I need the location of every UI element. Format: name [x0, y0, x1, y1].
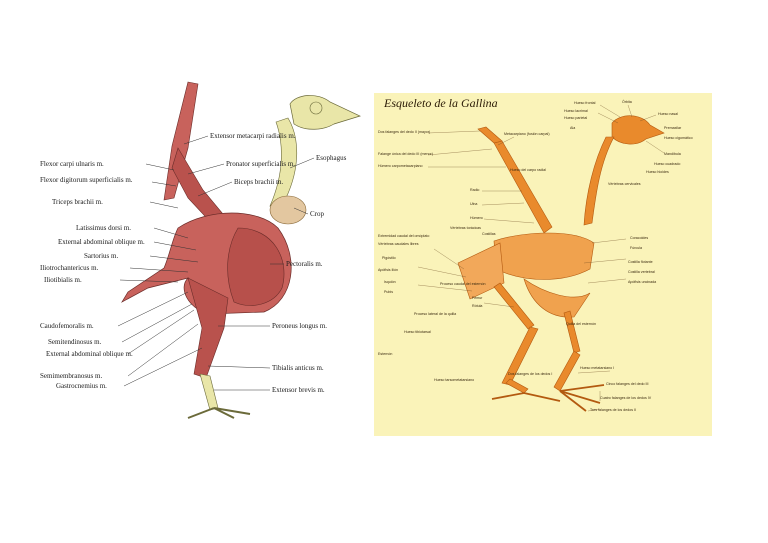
label-flexor-digitorum: Flexor digitorum superficialis m.: [40, 176, 133, 184]
label-pectoralis: Pectoralis m.: [286, 260, 323, 268]
skeleton-ribcage: [493, 232, 595, 280]
skel-label-costilla-vertebral: Costilla vertebral: [628, 270, 655, 274]
label-triceps-brachii: Triceps brachii m.: [52, 198, 103, 206]
skel-label-coracoides: Coracoides: [630, 236, 648, 240]
skel-label-parietal: Hueso parietal: [564, 116, 587, 120]
neck: [269, 117, 298, 207]
skeleton-wing: [493, 140, 553, 234]
skel-label-cigomatico: Hueso cigomático: [664, 136, 693, 140]
skeleton-tibiotarsus: [501, 326, 539, 386]
skel-label-carpometacarpiano: Húmero carpometacarpiano: [378, 164, 423, 168]
skeleton-wing-tip: [477, 126, 503, 144]
label-latissimus-dorsi: Latissimus dorsi m.: [76, 224, 131, 232]
skel-label-omoplato: Extremidad caudal del omóplato: [378, 234, 429, 238]
skel-label-pigostilo: Pigóstilo: [382, 256, 396, 260]
skel-label-frontal: Hueso frontal: [574, 101, 596, 105]
skel-label-premaxilar: Premaxilar: [664, 126, 682, 130]
eye-socket: [309, 101, 323, 115]
label-sartorius: Sartorius m.: [84, 252, 118, 260]
skel-label-quilla: Quilla del esternón: [566, 322, 596, 326]
skeleton-title: Esqueleto de la Gallina: [383, 96, 498, 110]
skel-label-cuatro-falanges: Cuatro falanges de los dedos IV: [600, 396, 652, 400]
label-tibialis-anticus: Tibialis anticus m.: [272, 364, 324, 372]
skeleton-femur: [493, 282, 535, 330]
skeleton-leader-lines: [417, 104, 665, 412]
skel-label-cuadrado: Hueso cuadrado: [654, 162, 680, 166]
label-flexor-carpi-ulnaris: Flexor carpi ulnaris m.: [40, 160, 104, 168]
skel-label-proceso-lateral: Proceso lateral de la quilla: [414, 312, 456, 316]
label-iliotibialis: Iliotibialis m.: [44, 276, 82, 284]
skel-label-vertebras-toracicas: Vértebras torácicas: [450, 226, 481, 230]
skel-label-dedo-ii: Dos falanges del dedo II (mayor): [378, 130, 430, 134]
skel-label-tibiotarsal: Hueso tibiotarsal: [404, 330, 431, 334]
skel-label-metacarpiano: Metacarpiano (fusión carpal): [504, 132, 550, 136]
skel-label-dedo-iii: Falange única del dedo III (menor): [378, 152, 433, 156]
skeleton-left-shank: [553, 350, 581, 392]
label-peroneus-longus: Peroneus longus m.: [272, 322, 327, 330]
skel-label-humero: Húmero: [470, 216, 483, 220]
leader-lines: [117, 135, 315, 391]
skeleton-tarsometatarsus: [505, 378, 529, 394]
skel-label-metatarsiano-i: Hueso metatarsiano I: [580, 366, 614, 370]
skeleton-illustration: Esqueleto de la Gallina: [378, 96, 693, 412]
skeleton-skull: [611, 115, 665, 145]
skel-label-ala: Ala: [570, 126, 575, 130]
skel-label-hioides: Hueso hioides: [646, 170, 669, 174]
skel-label-apofisis-uncinada: Apófisis uncinada: [628, 280, 656, 284]
skel-label-furcula: Fúrcula: [630, 246, 642, 250]
skel-label-ilion: Apófisis ilión: [378, 268, 398, 272]
skel-label-carpo-radial: Hueso del carpo radial: [510, 168, 546, 172]
skel-label-lacrimal: Hueso lacrimal: [564, 109, 588, 113]
skel-label-esternon: Esternón: [378, 352, 392, 356]
label-gastrocnemius: Gastrocnemius m.: [56, 382, 107, 390]
label-external-abdominal-oblique: External abdominal oblique m.: [58, 238, 145, 246]
label-esophagus: Esophagus: [316, 154, 347, 162]
muscle-illustration: Extensor metacarpi radialis m. Flexor ca…: [40, 81, 361, 419]
skel-label-costilla-flotante: Costilla flotante: [628, 260, 653, 264]
skel-label-proceso-caudal: Proceso caudal del esternón: [440, 282, 486, 286]
skel-label-tarsometatarsiano: Hueso tarsometatarsiano: [434, 378, 474, 382]
muscle-diagram: Extensor metacarpi radialis m. Flexor ca…: [38, 78, 368, 438]
label-semimembranosus: Semimembranosus m.: [40, 372, 102, 380]
skel-label-cervicales: Vértebras cervicales: [608, 182, 641, 186]
label-extensor-metacarpi: Extensor metacarpi radialis m.: [210, 132, 296, 140]
label-external-abdominal-oblique-2: External abdominal oblique m.: [46, 350, 133, 358]
crop: [269, 195, 307, 225]
skel-label-costillas: Costillas: [482, 232, 496, 236]
skel-label-ulna: Ulna: [470, 202, 477, 206]
skel-label-femur: Fémur: [472, 296, 483, 300]
skel-label-mandibula: Mandíbula: [664, 152, 681, 156]
skeleton-sternum: [523, 278, 591, 318]
skeleton-pelvis: [457, 242, 505, 300]
skel-label-cinco-falanges: Cinco falanges del dedo III: [606, 382, 649, 386]
shank-bone: [199, 373, 219, 411]
skel-label-radio: Radio: [470, 188, 479, 192]
skel-label-orbita: Órbita: [622, 99, 632, 104]
label-crop: Crop: [310, 210, 325, 218]
skel-label-vertebras-caudales: Vértebras caudales libres: [378, 242, 419, 246]
wing-muscle: [163, 81, 199, 201]
skel-label-tres-falanges: Tres falanges de los dedos II: [590, 408, 636, 412]
label-pronator-superficialis: Pronator superficialis m.: [226, 160, 295, 168]
skeleton-bones: [457, 115, 665, 394]
skel-label-falanges-dedos-i: Dos falanges de los dedos I: [508, 372, 552, 376]
skeleton-left-leg: [563, 310, 581, 354]
label-semitendinosus: Semitendinosus m.: [48, 338, 102, 346]
skeleton-toes: [491, 384, 605, 412]
skeleton-neck: [583, 136, 615, 226]
label-iliotrochantericus: Iliotrochantericus m.: [40, 264, 99, 272]
skull: [289, 95, 361, 130]
skeleton-diagram: Esqueleto de la Gallina: [374, 93, 712, 436]
skel-label-rotula: Rótula: [472, 304, 482, 308]
skel-label-isquion: Isquión: [384, 280, 396, 284]
skel-label-nasal: Hueso nasal: [658, 112, 678, 116]
label-biceps-brachii: Biceps brachii m.: [234, 178, 283, 186]
pectoralis-muscle: [227, 227, 285, 306]
skel-label-pubis: Pubis: [384, 290, 393, 294]
foot-bones: [187, 407, 251, 419]
label-caudofemoralis: Caudofemoralis m.: [40, 322, 94, 330]
label-extensor-brevis: Extensor brevis m.: [272, 386, 325, 394]
